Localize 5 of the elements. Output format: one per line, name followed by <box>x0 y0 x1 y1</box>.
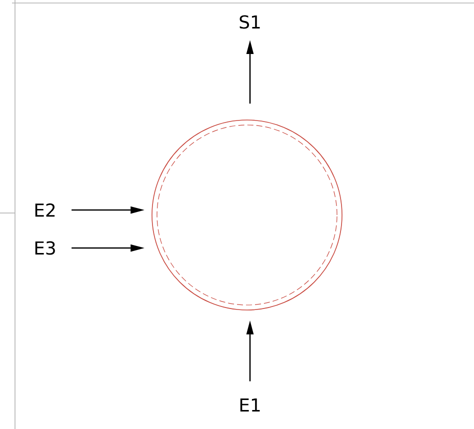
label: E2 <box>35 203 55 217</box>
label: E3 <box>35 241 55 255</box>
label: E1 <box>240 398 260 412</box>
circle <box>152 120 342 310</box>
label: S1 <box>240 15 260 29</box>
